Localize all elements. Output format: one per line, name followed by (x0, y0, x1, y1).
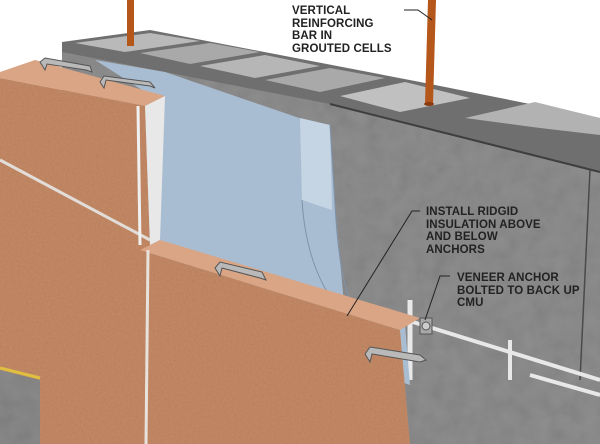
label-insulation: INSTALL RIDGID INSULATION ABOVE AND BELO… (426, 206, 541, 256)
rebar-right (425, 0, 436, 104)
brick-veneer-lower (140, 240, 420, 444)
anchor (214, 261, 267, 281)
brick-veneer-upper (0, 60, 165, 444)
concrete-footing (0, 370, 40, 444)
veneer-anchors (39, 57, 433, 364)
label-rebar: VERTICAL REINFORCING BAR IN GROUTED CELL… (292, 5, 392, 55)
anchor (99, 75, 156, 90)
anchor (364, 346, 428, 364)
rebar-left (127, 0, 134, 46)
anchor (39, 57, 93, 73)
leader-lines (346, 9, 450, 321)
label-veneer-anchor: VENEER ANCHOR BOLTED TO BACK UP CMU (457, 272, 580, 309)
